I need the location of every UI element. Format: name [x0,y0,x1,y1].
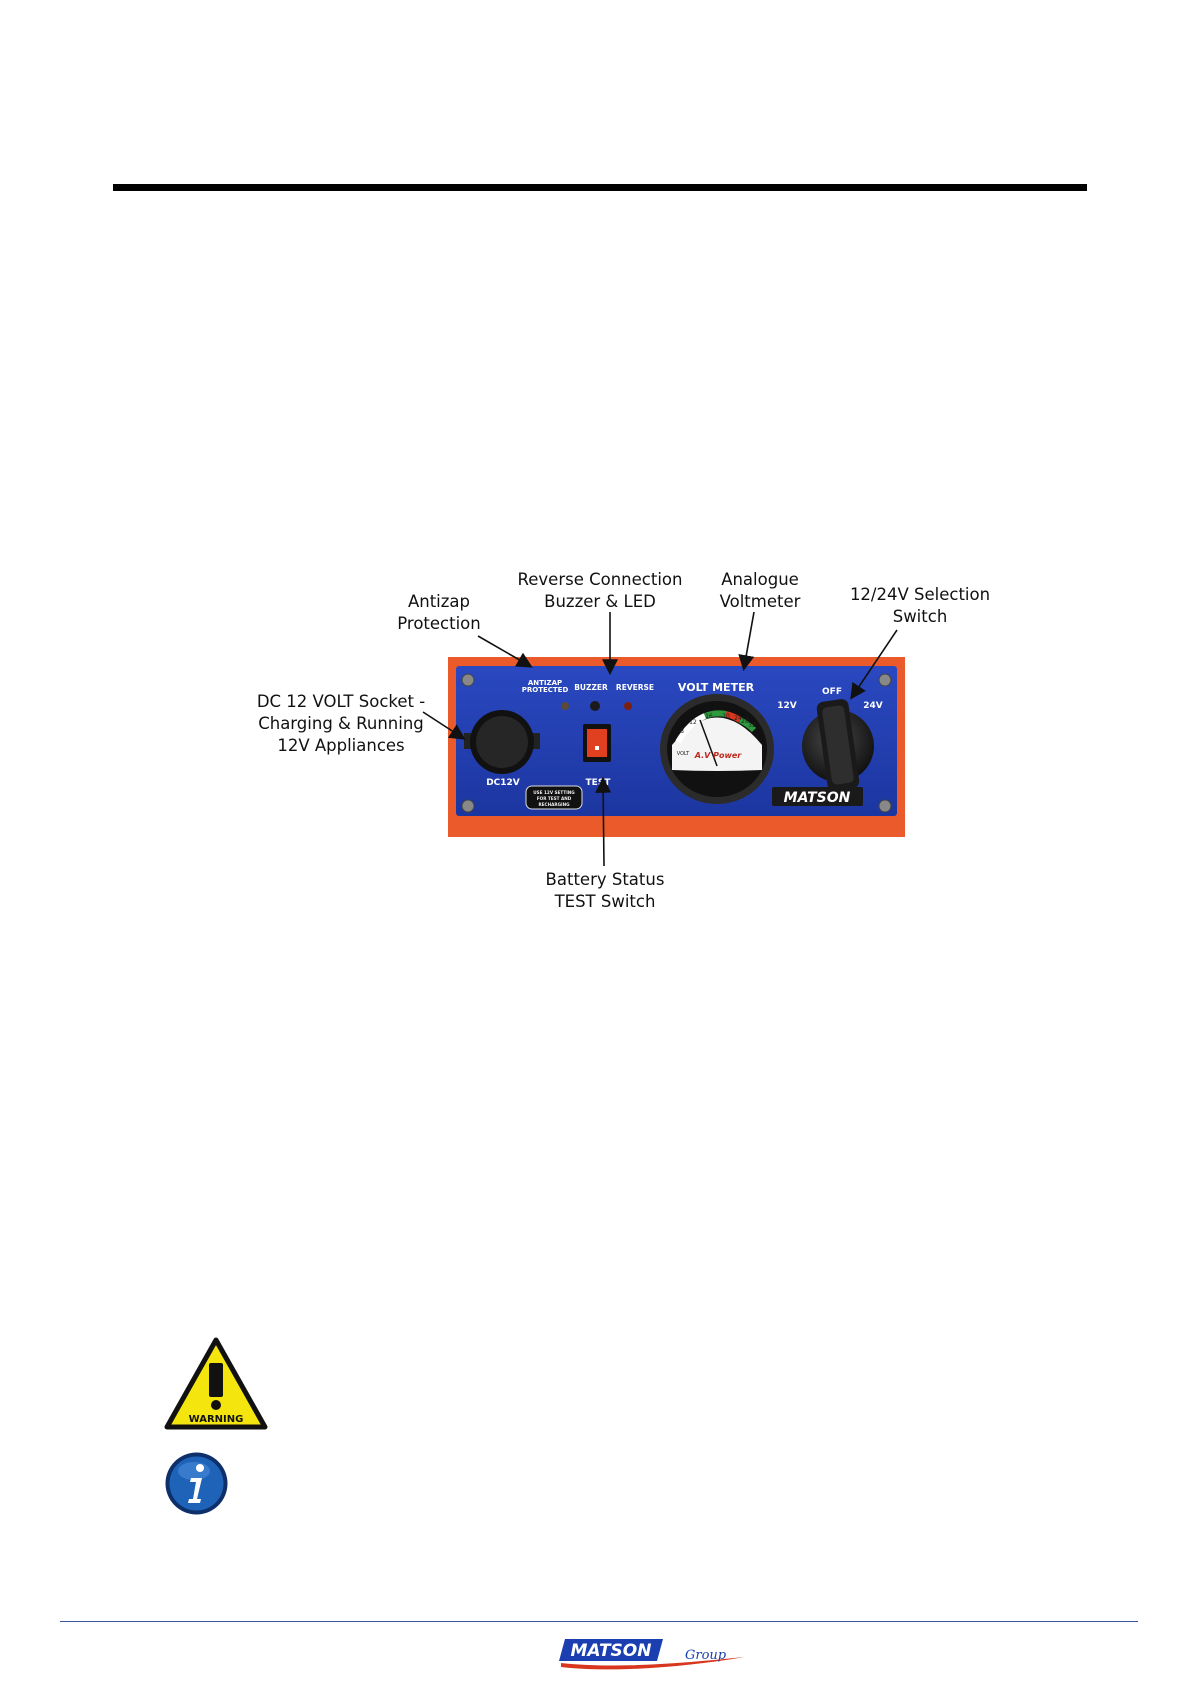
svg-text:8: 8 [680,728,684,735]
svg-text:MATSON: MATSON [784,790,851,806]
test-switch [583,724,611,762]
svg-text:32: 32 [748,722,756,729]
buzzer-led [590,701,600,711]
panel-housing [448,657,905,837]
svg-text:16: 16 [705,713,713,720]
svg-text:24: 24 [734,715,742,722]
antizap-led [561,702,569,710]
svg-text:USE 12V SETTING: USE 12V SETTING [533,790,575,795]
arrow-antizap [478,636,530,666]
header-rule [113,184,1087,191]
reverse-led [624,702,632,710]
volt-meter-label: VOLT METER [678,681,755,694]
svg-text:WARNING: WARNING [189,1414,244,1425]
svg-text:VOLT: VOLT [677,751,690,757]
antizap-label-line1: ANTIZAP [528,679,562,687]
buzzer-label: BUZZER [574,683,608,692]
arrow-battery-test [603,780,604,866]
callout-reverse-connection: Reverse Connection Buzzer & LED [515,569,685,613]
off-label: OFF [822,687,842,697]
svg-text:A.V Power: A.V Power [694,751,743,760]
v12-label: 12V [777,701,797,711]
svg-text:MATSON: MATSON [571,1641,652,1661]
svg-text:12: 12 [689,719,697,726]
svg-text:RECHARGING: RECHARGING [538,802,570,807]
antizap-label-line2: PROTECTED [522,686,569,694]
footer-brand-logo: MATSON Group [555,1633,755,1673]
reverse-label: REVERSE [616,683,654,692]
callout-antizap: Antizap Protection [384,591,494,635]
arrow-dc-socket [423,712,463,738]
callout-battery-test: Battery Status TEST Switch [540,869,670,913]
v24-label: 24V [863,701,883,711]
panel-screws [462,674,891,812]
panel-brand-badge: MATSON [772,787,863,806]
svg-text:28: 28 [741,718,749,725]
svg-text:Group: Group [685,1648,727,1663]
svg-text:FOR TEST AND: FOR TEST AND [537,796,572,801]
info-icon [164,1451,229,1516]
selection-switch [802,698,874,792]
analogue-voltmeter: 8 12 16 20 24 28 32 VOLT A.V Power [660,694,774,804]
callout-dc-socket: DC 12 VOLT Socket - Charging & Running 1… [256,691,426,757]
test-label: TEST [586,778,612,788]
dc-socket [464,710,540,774]
warning-icon: WARNING [163,1336,269,1432]
callout-selection-switch: 12/24V Selection Switch [845,584,995,628]
panel-face [456,666,897,816]
arrow-selection [852,630,897,697]
svg-text:20: 20 [722,713,730,720]
callout-voltmeter: Analogue Voltmeter [700,569,820,613]
arrow-voltmeter [744,612,754,668]
dc12v-label: DC12V [486,778,520,788]
test-sticker: USE 12V SETTING FOR TEST AND RECHARGING [526,786,582,809]
footer-rule [60,1621,1138,1622]
